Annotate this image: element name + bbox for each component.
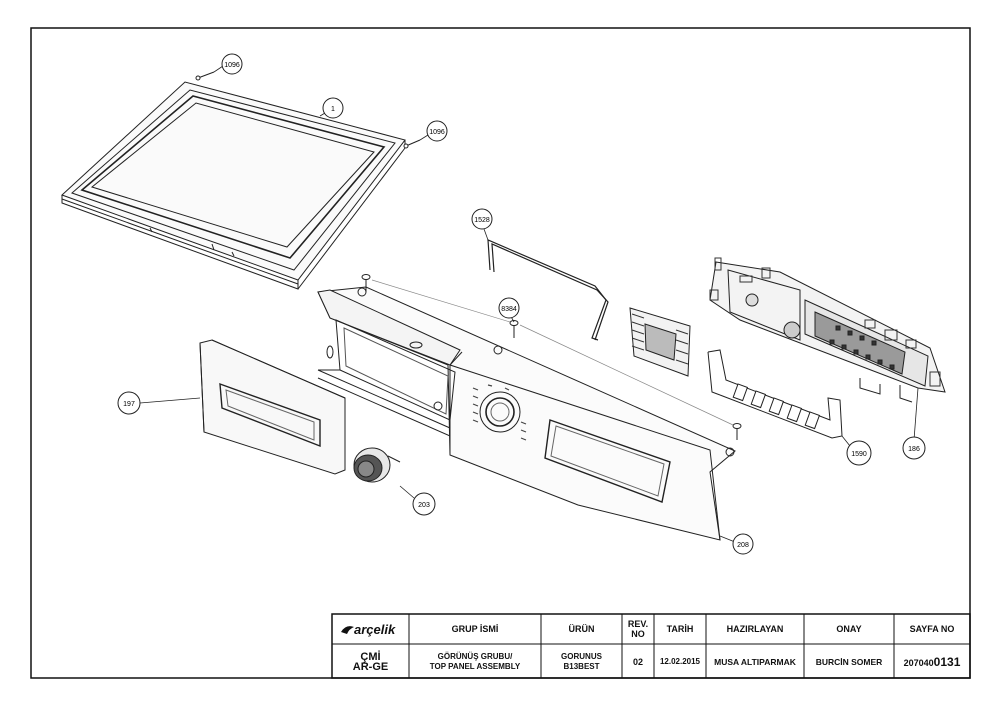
group-line-1: GÖRÜNÜŞ GRUBU/ [437, 651, 513, 661]
part-light-guide-holder [629, 307, 691, 377]
part-control-panel-208 [317, 286, 736, 541]
product-line-2: B13BEST [563, 661, 600, 671]
date-value: 12.02.2015 [659, 657, 701, 666]
callout-1528: 1528 [471, 208, 493, 230]
svg-text:1590: 1590 [851, 451, 867, 458]
title-block-grid [331, 613, 971, 679]
header-group-name: GRUP İSMİ [451, 624, 499, 634]
page-number-suffix: 0131 [933, 655, 961, 669]
callout-8384: 8384 [498, 297, 520, 319]
part-button-strip-1590 [707, 349, 843, 439]
svg-text:1096: 1096 [429, 129, 445, 136]
part-screw-1096-b [403, 139, 421, 149]
group-name-value: GÖRÜNÜŞ GRUBU/ TOP PANEL ASSEMBLY [409, 645, 541, 678]
rev-value: 02 [632, 656, 643, 667]
svg-text:8384: 8384 [501, 306, 517, 313]
header-prepared-by: HAZIRLAYAN [726, 624, 784, 634]
header-date: TARİH [666, 624, 694, 634]
org-name: ÇMİ AR-GE [332, 645, 409, 678]
group-line-2: TOP PANEL ASSEMBLY [429, 661, 521, 671]
header-page-no: SAYFA NO [909, 624, 955, 634]
part-screw-1096-a [195, 71, 215, 81]
part-knob-203 [353, 447, 401, 483]
svg-text:197: 197 [123, 401, 135, 408]
svg-text:186: 186 [908, 446, 920, 453]
part-rod-1528 [487, 239, 609, 341]
approval-value: BURCİN SOMER [815, 656, 883, 667]
svg-text:1096: 1096 [224, 62, 240, 69]
prepared-by-value: MUSA ALTIPARMAK [714, 656, 796, 667]
header-rev-no: REV. NO [627, 619, 649, 639]
svg-text:1: 1 [331, 106, 335, 113]
product-value: GORUNUS B13BEST [541, 645, 622, 678]
header-product: ÜRÜN [568, 624, 595, 634]
org-line-1: ÇMİ [360, 650, 381, 663]
callout-1096-right: 1096 [426, 120, 448, 142]
org-line-2: AR-GE [352, 660, 389, 673]
callout-208: 208 [732, 533, 754, 555]
svg-text:1528: 1528 [474, 217, 490, 224]
callout-1: 1 [322, 97, 344, 119]
part-screw-8384 [361, 274, 742, 440]
part-electronic-card-186 [709, 257, 946, 403]
callout-1096-top: 1096 [221, 53, 243, 75]
product-line-1: GORUNUS [561, 651, 602, 661]
svg-text:203: 203 [418, 502, 430, 509]
page-number-value: 207040 0131 [894, 645, 970, 678]
callout-1590: 1590 [846, 440, 872, 466]
page-number-prefix: 207040 [903, 658, 934, 668]
callout-203: 203 [412, 492, 436, 516]
part-drawer-front-197 [199, 339, 346, 475]
svg-text:208: 208 [737, 542, 749, 549]
arcelik-logo-mark [341, 626, 354, 634]
callout-186: 186 [902, 436, 926, 460]
header-approval: ONAY [836, 624, 862, 634]
part-top-lid [61, 81, 406, 290]
arcelik-logo: arçelik [354, 621, 396, 637]
callout-197: 197 [117, 391, 141, 415]
